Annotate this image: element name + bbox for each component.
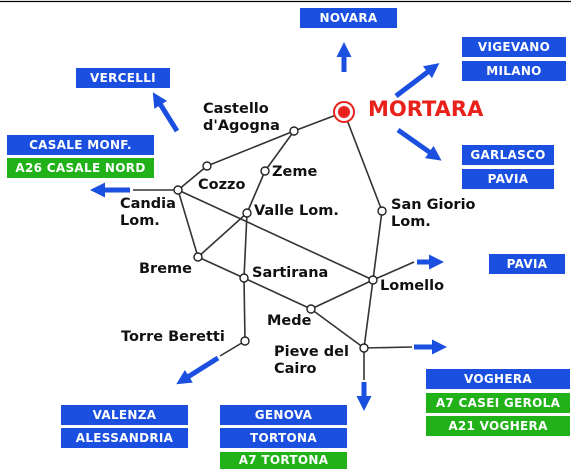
valle-marker: [242, 208, 252, 218]
road-candia-lomello: [177, 189, 374, 281]
pieve-label-line2: Cairo: [274, 361, 317, 377]
road-sartirana-mede: [243, 277, 312, 310]
sartirana-marker: [239, 273, 249, 283]
mede-label: Mede: [267, 313, 312, 329]
candia-label-line2: Lom.: [120, 213, 160, 229]
arrow-valenza-icon: [176, 355, 220, 385]
road-mortara-san-giorgio: [343, 111, 383, 212]
san-giorgio-marker: [377, 206, 387, 216]
road-sartirana-torre: [243, 277, 246, 342]
castello-label: Castello d'Agogna: [203, 101, 280, 135]
breme-marker: [193, 252, 203, 262]
sign-a26-casale-nord: A26 CASALE NORD: [7, 158, 154, 178]
sign-pavia-1: PAVIA: [462, 169, 554, 189]
sign-vigevano: VIGEVANO: [462, 37, 566, 57]
road-zeme-valle: [246, 170, 266, 214]
road-breme-sartirana: [197, 256, 245, 279]
sign-valenza: VALENZA: [61, 405, 188, 425]
mortara-label: MORTARA: [368, 97, 484, 121]
road-castello-cozzo: [206, 130, 295, 167]
sign-tortona: TORTONA: [220, 428, 347, 448]
valle-label: Valle Lom.: [254, 203, 339, 219]
road-san-giorgio-lomello: [372, 210, 383, 281]
arrow-garlasco-pavia-icon: [396, 127, 442, 161]
road-valle-sartirana: [243, 212, 248, 279]
lomello-marker: [368, 275, 378, 285]
sartirana-label: Sartirana: [252, 265, 329, 281]
castello-label-line2: d'Agogna: [203, 118, 280, 134]
mede-marker: [306, 304, 316, 314]
sign-casale-monf: CASALE MONF.: [7, 135, 154, 155]
sign-novara: NOVARA: [300, 8, 397, 28]
sign-a7-tortona: A7 TORTONA: [220, 452, 347, 469]
arrow-vigevano-milano-icon: [394, 63, 440, 98]
zeme-marker: [260, 166, 270, 176]
sign-a7-casei-gerola: A7 CASEI GEROLA: [426, 393, 570, 413]
castello-label-line1: Castello: [203, 101, 269, 117]
sign-vercelli: VERCELLI: [76, 68, 170, 88]
san-giorgio-label: San Giorio Lom.: [391, 197, 476, 231]
direction-arrows: [89, 41, 448, 412]
road-lomello-pieve: [363, 279, 374, 349]
zeme-label: Zeme: [272, 164, 318, 180]
sign-milano: MILANO: [462, 61, 566, 81]
road-pieve-east: [363, 346, 413, 349]
pieve-label: Pieve del Cairo: [274, 344, 349, 378]
sign-alessandria: ALESSANDRIA: [61, 428, 188, 448]
torre-label: Torre Beretti: [121, 329, 225, 345]
mortara-marker: [333, 101, 355, 123]
road-mede-lomello: [310, 279, 374, 310]
candia-marker: [173, 185, 183, 195]
road-mede-pieve: [310, 308, 365, 349]
road-network: [133, 111, 415, 380]
arrow-vercelli-icon: [152, 92, 180, 133]
sign-pavia-2: PAVIA: [489, 254, 565, 274]
candia-label: Candia Lom.: [120, 196, 176, 230]
road-castello-zeme: [264, 130, 295, 172]
san-giorgio-label-line2: Lom.: [391, 214, 431, 230]
road-breme-valle: [197, 212, 248, 258]
road-lomello-east: [372, 261, 415, 281]
torre-marker: [240, 336, 250, 346]
pieve-marker: [359, 343, 369, 353]
castello-marker: [289, 126, 299, 136]
candia-label-line1: Candia: [120, 196, 176, 212]
sign-a21-voghera: A21 VOGHERA: [426, 416, 570, 436]
road-cozzo-candia: [177, 165, 208, 191]
sign-garlasco: GARLASCO: [462, 145, 554, 165]
road-candia-breme: [177, 189, 199, 258]
sign-voghera: VOGHERA: [426, 369, 570, 389]
lomello-label: Lomello: [380, 278, 445, 294]
san-giorgio-label-line1: San Giorio: [391, 197, 476, 213]
sign-genova: GENOVA: [220, 405, 347, 425]
breme-label: Breme: [139, 261, 192, 277]
cozzo-label: Cozzo: [198, 177, 246, 193]
cozzo-marker: [202, 161, 212, 171]
road-torre-southwest: [219, 340, 246, 357]
town-markers: [173, 101, 387, 353]
pieve-label-line1: Pieve del: [274, 344, 349, 360]
